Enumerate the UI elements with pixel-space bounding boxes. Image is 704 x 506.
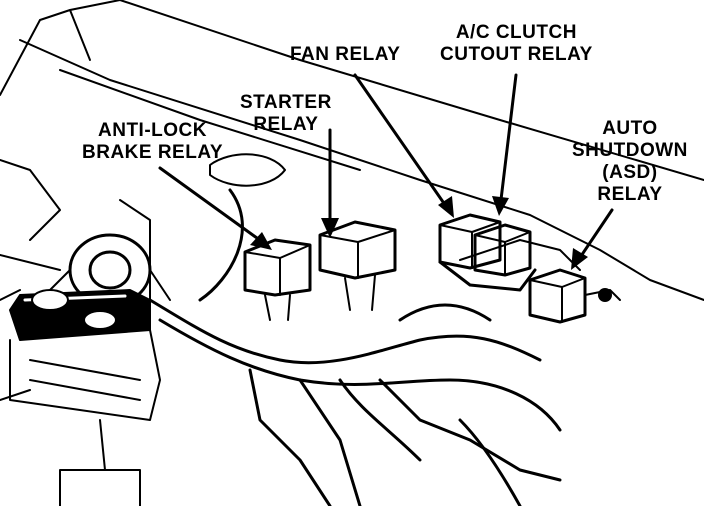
leader-arrows <box>158 73 614 267</box>
fan-relay-label: FAN RELAY <box>290 44 401 65</box>
wiring-harness <box>148 188 562 506</box>
anti-lock-relay <box>243 238 312 321</box>
asd-relay-label: AUTO SHUTDOWN (ASD) RELAY <box>572 118 688 205</box>
asd-relay <box>528 268 621 324</box>
starter-relay <box>318 220 397 311</box>
fender-panel <box>0 0 704 401</box>
fan-relay <box>438 213 502 270</box>
ac-clutch-cutout-relay-label: A/C CLUTCH CUTOUT RELAY <box>440 22 593 65</box>
anti-lock-brake-relay-label: ANTI-LOCK BRAKE RELAY <box>82 120 223 163</box>
arrow-heads <box>250 196 588 270</box>
master-cylinder <box>9 289 161 506</box>
ac-clutch-relay <box>438 223 537 292</box>
starter-relay-label: STARTER RELAY <box>240 92 332 135</box>
